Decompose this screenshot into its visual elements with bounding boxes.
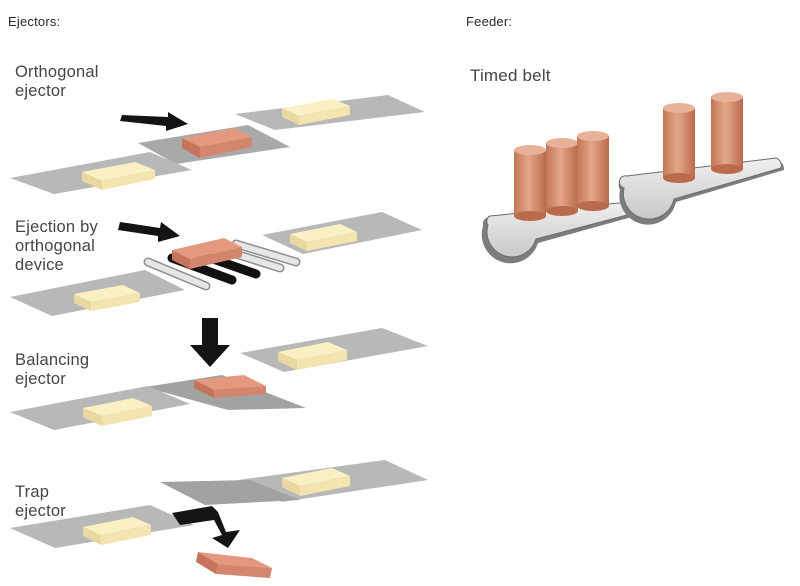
ejected-product-box [194,375,266,398]
product-box [83,517,151,545]
trap-arrow-icon [172,506,240,548]
product-box [74,285,140,311]
product-box [83,398,152,426]
cylinder-product [711,92,743,174]
ejector-label-orthogonal: Orthogonal ejector [15,63,99,100]
feeder-header: Feeder: [466,14,513,29]
cylinder-product [514,145,546,221]
cylinder-product [546,138,578,216]
cylinder-product [663,103,695,183]
ejected-product-box [182,128,252,158]
ejector-label-trap: Trap ejector [15,483,66,520]
feeder-label-timed-belt: Timed belt [470,66,551,85]
trap-ejector-scene [10,460,428,578]
orthogonal-device-scene [10,212,422,316]
down-arrow-icon [190,318,230,367]
ejector-label-balancing: Balancing ejector [15,351,90,388]
ejected-product-box [172,238,242,269]
timed-belt-feeder [481,92,785,264]
product-box [278,342,347,370]
belt-trap-gap [160,480,300,505]
ejectors-header: Ejectors: [8,14,61,29]
balancing-ejector-scene [10,318,428,430]
dropped-product-box [196,552,272,578]
push-arrow-icon [120,112,188,131]
feeder-belt-right [618,157,785,225]
cylinder-product [577,131,609,211]
product-box [282,99,350,125]
ejector-label-orthogonal-device: Ejection by orthogonal device [15,218,98,274]
product-box [282,468,350,496]
product-box [290,224,357,251]
orthogonal-ejector-scene [10,95,425,194]
product-box [82,162,155,190]
push-arrow-icon [118,222,180,242]
